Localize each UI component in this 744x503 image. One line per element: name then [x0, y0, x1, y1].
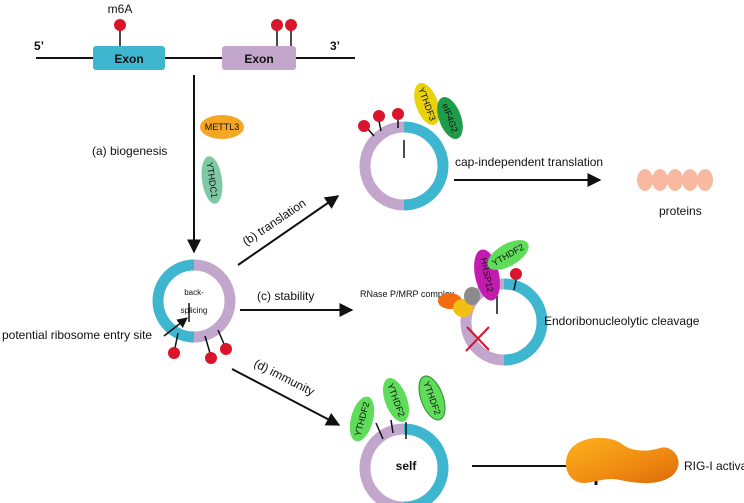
translation-circrna [358, 108, 449, 211]
ires-pointer [163, 317, 188, 337]
rnase-complex [438, 287, 480, 317]
translation-arrow [237, 195, 340, 266]
step-stability: (c) stability [257, 289, 314, 303]
self-label: self [396, 459, 418, 473]
m6a-mark [285, 19, 297, 31]
proteins-label: proteins [659, 204, 702, 218]
mettl3-label: METTL3 [205, 122, 240, 132]
protein-beads [637, 169, 713, 191]
cleavage-cross [465, 326, 490, 352]
exon-1 [93, 46, 165, 70]
back-label: back- [184, 288, 204, 297]
m6a-mark [271, 19, 283, 31]
exon-1-label: Exon [114, 52, 143, 66]
ythdf3-protein: YTHDF3 [414, 82, 440, 126]
ythdf2-protein-a: YTHDF2 [349, 396, 375, 442]
m6a-mark [220, 343, 232, 355]
pre-mrna: 5’ 3’ Exon Exon m6A [34, 2, 355, 70]
central-circrna: back- splicing [152, 259, 236, 364]
endo-label: Endoribonucleolytic cleavage [544, 314, 700, 328]
immunity-arrow [231, 368, 341, 426]
ythdf2-protein-b: YTHDF2 [383, 378, 409, 422]
exon-2-label: Exon [244, 52, 273, 66]
ythdc1-label: YTHDC1 [205, 161, 220, 198]
ythdf2-protein-c: YTHDF2 [418, 375, 446, 421]
five-prime-label: 5’ [34, 39, 44, 53]
step-biogenesis: (a) biogenesis [92, 144, 167, 158]
cap-independent-label: cap-independent translation [455, 155, 603, 169]
m6a-mark [358, 120, 370, 132]
self-circrna: self [359, 419, 449, 503]
exon-2 [222, 46, 296, 70]
ythdc1-protein: YTHDC1 [201, 156, 223, 204]
ires-label: potential ribosome entry site [2, 328, 152, 342]
rig-i-protein [565, 437, 679, 484]
mettl3-protein [200, 115, 244, 139]
m6a-mark [373, 110, 385, 122]
rigi-label: RIG-I activation [684, 459, 744, 473]
three-prime-label: 3’ [330, 39, 340, 53]
step-immunity: (d) immunity [252, 356, 317, 398]
m6a-mark [510, 268, 522, 280]
splicing-label: splicing [181, 306, 208, 315]
eif4g2-protein: eIF4G2 [437, 96, 463, 140]
rnase-label: RNase P/MRP complex [360, 289, 455, 299]
m6a-mark [205, 352, 217, 364]
m6a-mark [114, 19, 126, 31]
m6a-mark [168, 347, 180, 359]
m6a-label: m6A [108, 2, 133, 16]
m6a-mark [392, 108, 404, 120]
